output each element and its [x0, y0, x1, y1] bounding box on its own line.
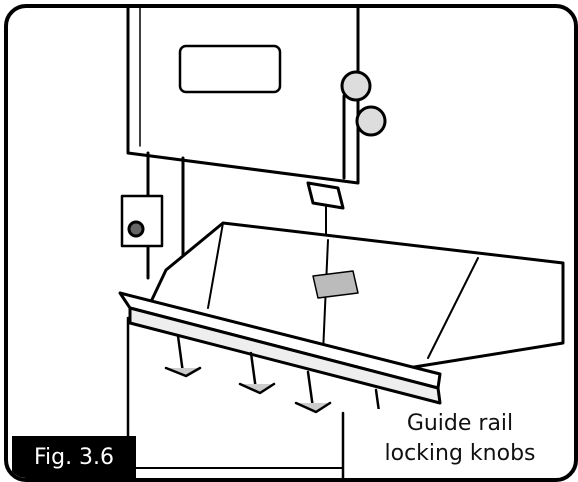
figure-frame: Guide rail locking knobs Fig. 3.6 — [4, 4, 578, 482]
bandsaw-illustration — [118, 8, 565, 478]
figure-number: Fig. 3.6 — [12, 436, 136, 478]
callout-line-2: locking knobs — [384, 441, 536, 466]
callout-label: Guide rail locking knobs — [360, 409, 560, 469]
callout-line-1: Guide rail — [406, 411, 514, 436]
